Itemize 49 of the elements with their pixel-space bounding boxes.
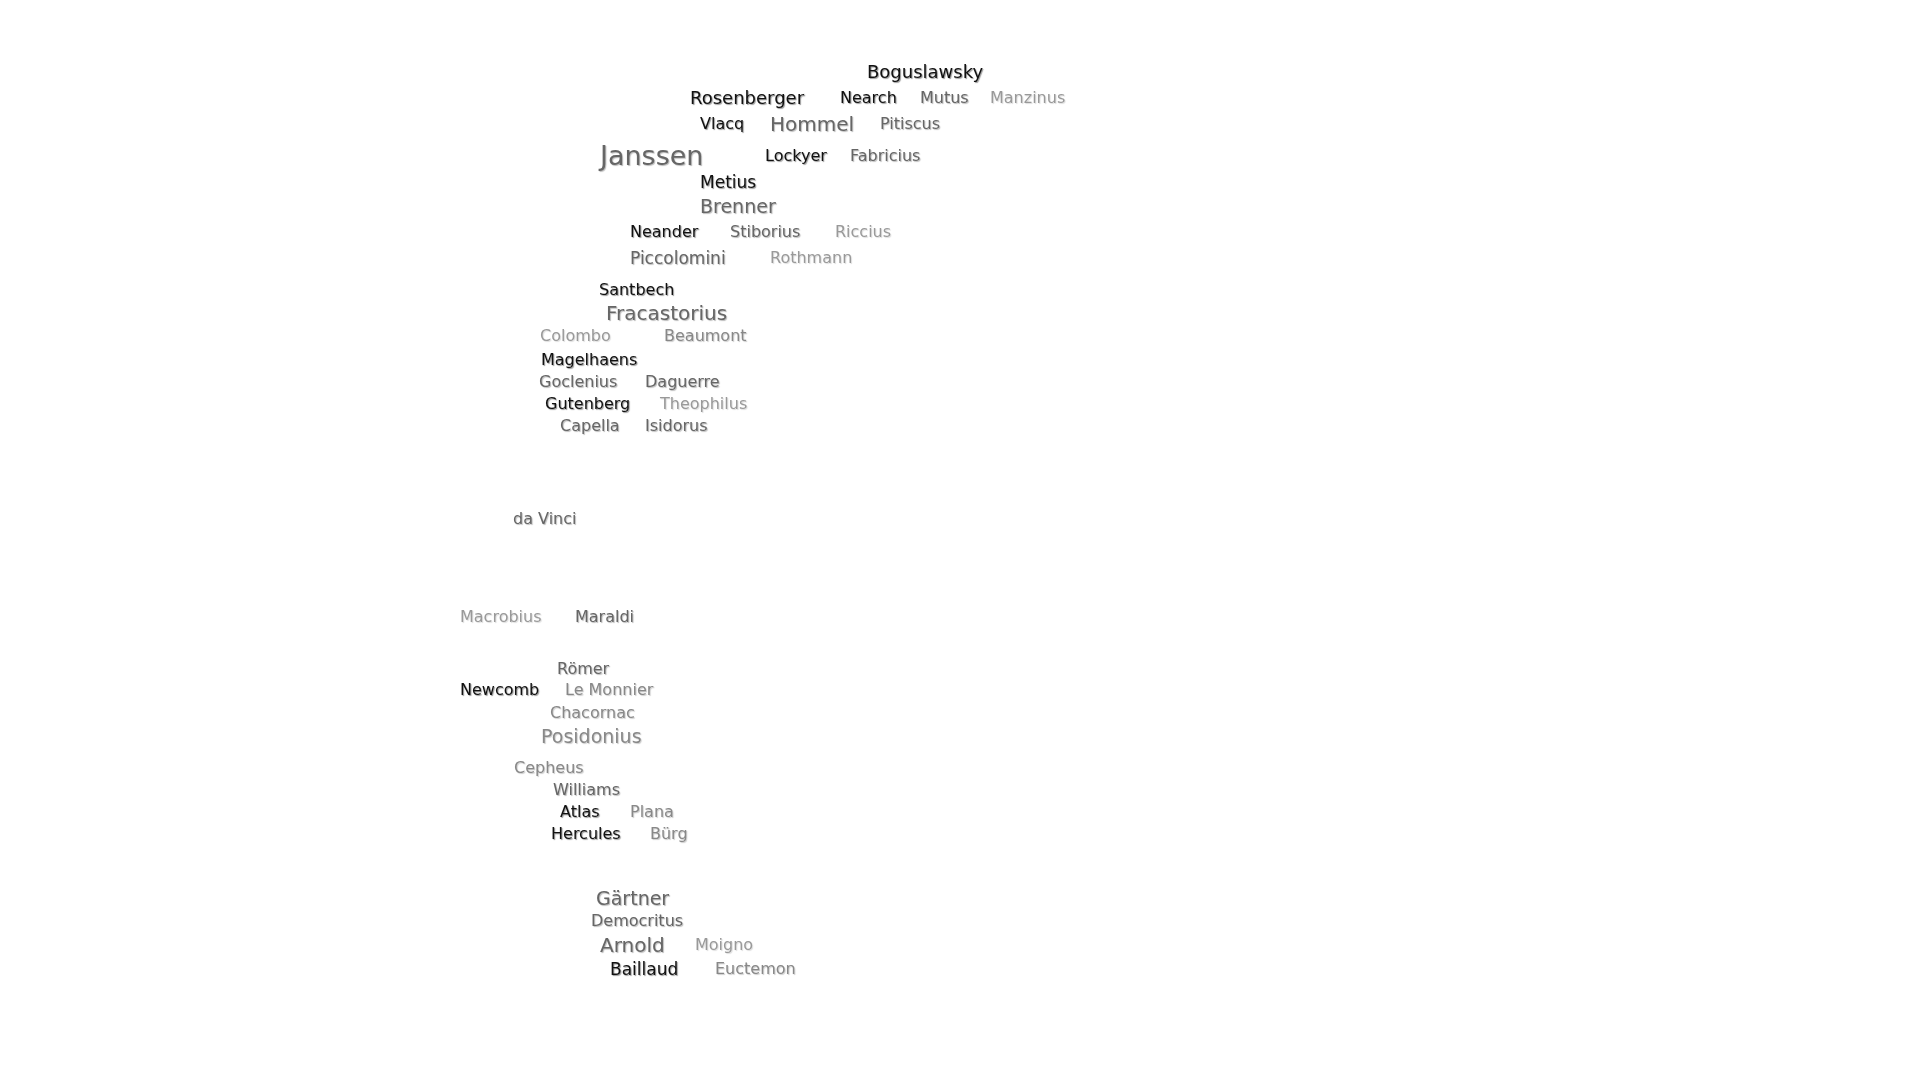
crater-label: Metius xyxy=(700,172,757,192)
crater-label: Hommel xyxy=(770,113,855,135)
crater-label: Cepheus xyxy=(514,759,584,777)
crater-label: Bürg xyxy=(650,825,688,843)
crater-label: Euctemon xyxy=(715,960,796,978)
crater-label: da Vinci xyxy=(513,510,577,528)
crater-label: Atlas xyxy=(560,803,600,821)
crater-label: Römer xyxy=(557,660,610,678)
crater-label: Janssen xyxy=(600,141,704,171)
crater-label: Mutus xyxy=(920,89,969,107)
crater-label: Pitiscus xyxy=(880,115,941,133)
crater-label: Beaumont xyxy=(664,327,747,345)
crater-label: Le Monnier xyxy=(565,681,654,699)
crater-label: Gutenberg xyxy=(545,395,631,413)
crater-label: Isidorus xyxy=(645,417,708,435)
crater-label: Rothmann xyxy=(770,249,853,267)
crater-label: Plana xyxy=(630,803,674,821)
crater-label: Stiborius xyxy=(730,223,801,241)
crater-label: Vlacq xyxy=(700,115,745,133)
crater-label: Neander xyxy=(630,223,699,241)
crater-label: Rosenberger xyxy=(690,88,805,108)
crater-label: Maraldi xyxy=(575,608,635,626)
crater-label: Piccolomini xyxy=(630,248,726,268)
crater-label: Magelhaens xyxy=(541,351,638,369)
crater-label: Theophilus xyxy=(660,395,748,413)
crater-label: Fabricius xyxy=(850,147,921,165)
crater-label: Chacornac xyxy=(550,704,635,722)
crater-label: Hercules xyxy=(551,825,621,843)
crater-label: Democritus xyxy=(591,912,684,930)
crater-label: Brenner xyxy=(700,195,776,217)
crater-label: Arnold xyxy=(600,934,665,956)
crater-label: Colombo xyxy=(540,327,611,345)
crater-label: Baillaud xyxy=(610,959,679,979)
crater-label: Gärtner xyxy=(596,887,670,909)
crater-label: Goclenius xyxy=(539,373,618,391)
crater-label: Capella xyxy=(560,417,620,435)
crater-label: Santbech xyxy=(599,281,675,299)
crater-label: Riccius xyxy=(835,223,892,241)
crater-label: Boguslawsky xyxy=(867,62,984,82)
crater-label: Moigno xyxy=(695,936,754,954)
crater-label: Newcomb xyxy=(460,681,540,699)
crater-label: Daguerre xyxy=(645,373,720,391)
crater-label: Manzinus xyxy=(990,89,1066,107)
crater-label: Fracastorius xyxy=(606,302,728,324)
crater-label: Macrobius xyxy=(460,608,542,626)
crater-label: Lockyer xyxy=(765,147,827,165)
crater-label: Posidonius xyxy=(541,725,642,747)
crater-label: Nearch xyxy=(840,89,897,107)
crater-label: Williams xyxy=(553,781,620,799)
